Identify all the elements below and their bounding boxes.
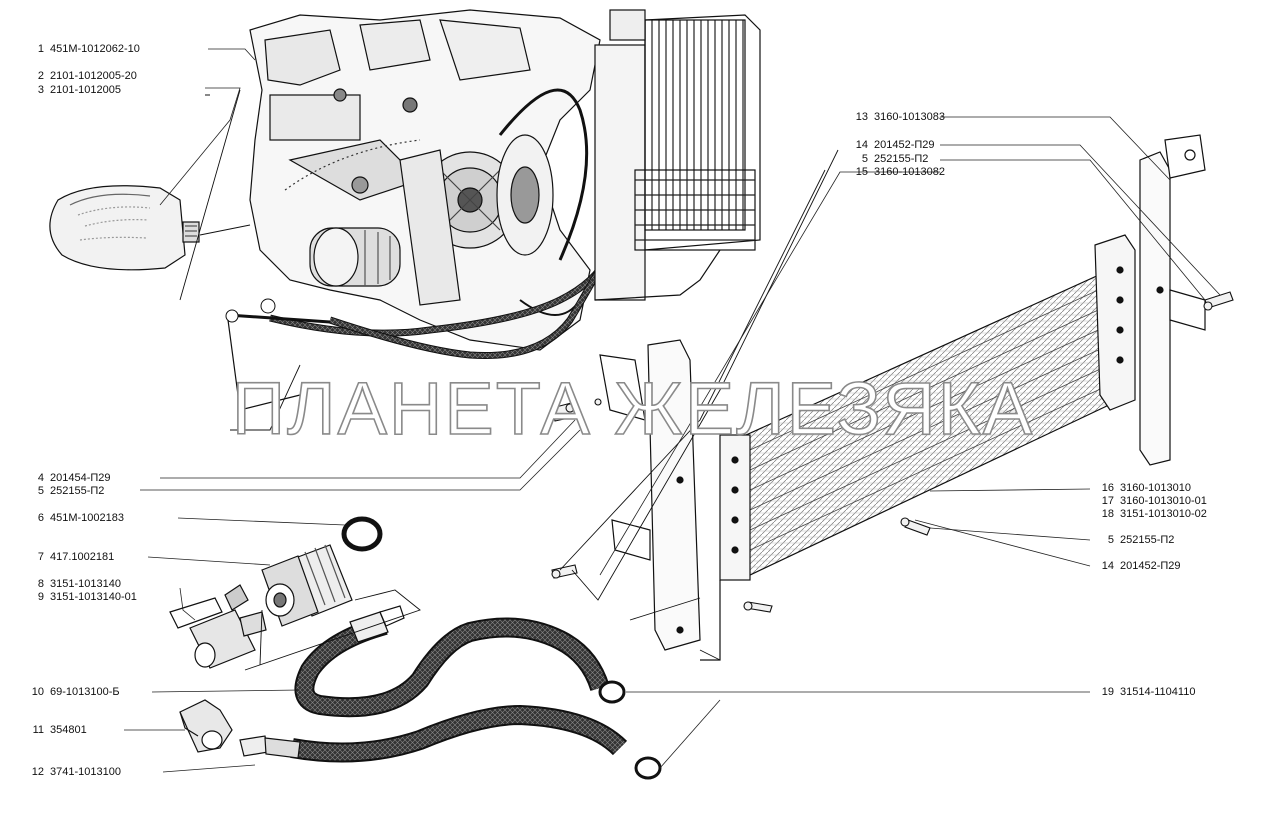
engine-assembly [249,9,601,351]
left-bracket [599,339,721,661]
adapter-fitting [261,544,353,627]
elbow-fitting [179,699,233,753]
right-bracket [1139,134,1206,466]
bolts [551,291,1234,613]
hose-clamps [598,680,662,780]
drain-valve [169,584,267,669]
explode-lines [179,89,839,671]
sealing-ring [341,516,383,552]
oil-filter-element [49,185,200,271]
engine-radiator [594,9,761,301]
oil-cooler [719,234,1136,581]
hose-assemblies [290,615,628,763]
leader-lines [124,48,1221,773]
hose-end-fittings [239,605,405,759]
